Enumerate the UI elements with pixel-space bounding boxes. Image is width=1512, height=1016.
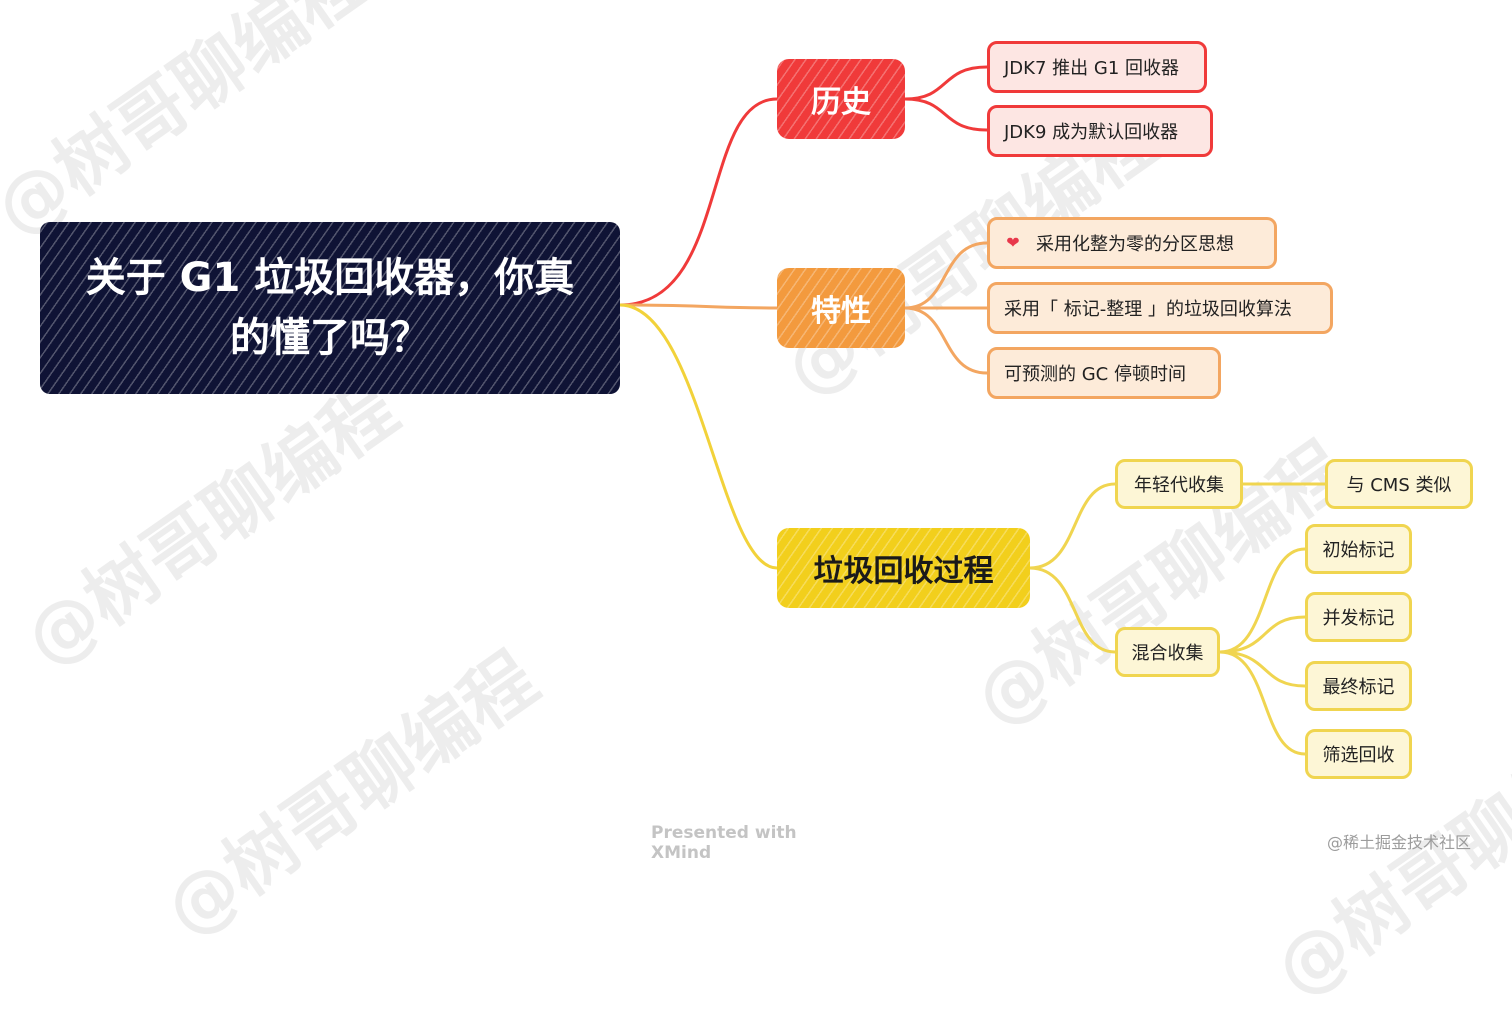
- mixed-step[interactable]: 初始标记: [1305, 524, 1412, 574]
- process-mixed-collection[interactable]: 混合收集: [1115, 627, 1220, 677]
- xmind-footer: Presented with XMind: [651, 823, 797, 863]
- link-process-young: [1028, 482, 1117, 570]
- central-topic-text: 关于 G1 垃圾回收器，你真的懂了吗？: [85, 255, 575, 361]
- mindmap-connectors: [618, 65, 1327, 756]
- young-detail-label: 与 CMS 类似: [1346, 475, 1452, 496]
- mixed-step-label: 并发标记: [1322, 608, 1395, 629]
- branch-features[interactable]: 特性: [777, 268, 905, 348]
- central-topic[interactable]: 关于 G1 垃圾回收器，你真的懂了吗？: [40, 222, 620, 394]
- mixed-step-label: 初始标记: [1322, 540, 1395, 561]
- history-item[interactable]: JDK7 推出 G1 回收器: [987, 41, 1207, 93]
- young-collection-detail[interactable]: 与 CMS 类似: [1325, 459, 1473, 509]
- history-item-label: JDK7 推出 G1 回收器: [1004, 58, 1179, 79]
- mixed-step-label: 最终标记: [1322, 677, 1395, 698]
- feature-item[interactable]: ❤ 采用化整为零的分区思想: [987, 217, 1277, 269]
- mixed-step[interactable]: 筛选回收: [1305, 729, 1412, 779]
- link-root-features: [618, 303, 779, 310]
- heart-icon: ❤: [1006, 233, 1020, 252]
- link-mixed-2: [1218, 615, 1307, 654]
- process-mixed-label: 混合收集: [1131, 643, 1204, 664]
- link-mixed-4: [1218, 650, 1307, 756]
- feature-item[interactable]: 采用「 标记-整理 」的垃圾回收算法: [987, 282, 1333, 334]
- link-history-1: [903, 65, 989, 101]
- link-features-3: [903, 306, 989, 375]
- mixed-step[interactable]: 并发标记: [1305, 592, 1412, 642]
- link-features-1: [903, 241, 989, 310]
- process-young-label: 年轻代收集: [1134, 475, 1224, 496]
- link-root-history: [618, 97, 779, 307]
- history-item[interactable]: JDK9 成为默认回收器: [987, 105, 1213, 157]
- history-item-label: JDK9 成为默认回收器: [1004, 122, 1179, 143]
- link-root-process: [618, 303, 779, 570]
- mixed-step[interactable]: 最终标记: [1305, 661, 1412, 711]
- branch-features-label: 特性: [811, 294, 871, 329]
- source-credit: @稀土掘金技术社区: [1327, 833, 1472, 852]
- branch-process-label: 垃圾回收过程: [813, 554, 994, 589]
- feature-item-label: 可预测的 GC 停顿时间: [1004, 364, 1186, 385]
- process-young-collection[interactable]: 年轻代收集: [1115, 459, 1243, 509]
- branch-history[interactable]: 历史: [777, 59, 905, 139]
- feature-item-label: 采用「 标记-整理 」的垃圾回收算法: [1004, 299, 1292, 320]
- feature-item-label: 采用化整为零的分区思想: [1036, 234, 1234, 255]
- link-history-2: [903, 97, 989, 132]
- branch-history-label: 历史: [811, 85, 871, 120]
- mixed-step-label: 筛选回收: [1322, 745, 1395, 766]
- feature-item[interactable]: 可预测的 GC 停顿时间: [987, 347, 1221, 399]
- link-mixed-3: [1218, 650, 1307, 688]
- link-mixed-1: [1218, 547, 1307, 654]
- branch-process[interactable]: 垃圾回收过程: [777, 528, 1030, 608]
- link-process-mixed: [1028, 566, 1117, 654]
